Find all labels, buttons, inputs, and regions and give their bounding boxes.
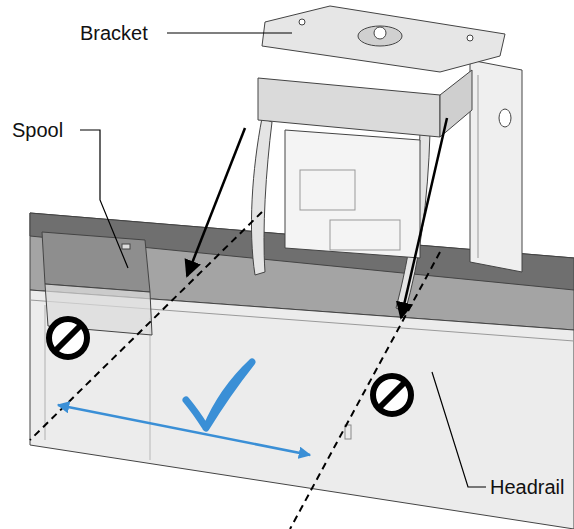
range-arrow [58, 405, 310, 455]
checkmark [186, 362, 252, 428]
prohibited-symbol [373, 376, 411, 414]
prohibited-symbol [49, 319, 87, 357]
zone-boundary [30, 212, 440, 529]
part-label: Spool [12, 120, 63, 140]
part-label: Bracket [80, 23, 148, 43]
bracket [251, 6, 522, 312]
install-arrow [187, 118, 447, 318]
leader-line [80, 33, 486, 487]
part-label: Headrail [490, 477, 564, 497]
